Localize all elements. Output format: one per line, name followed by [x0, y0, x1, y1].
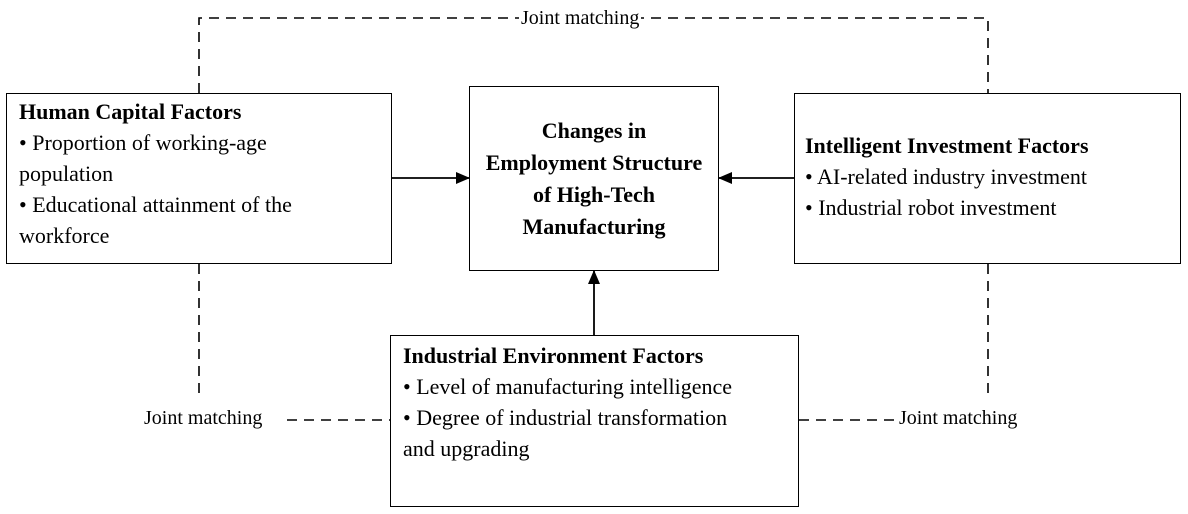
industrial-environment-title: Industrial Environment Factors [403, 343, 704, 368]
joint-matching-label-top: Joint matching [519, 7, 642, 29]
joint-matching-label-left: Joint matching [144, 407, 263, 429]
industrial-environment-factors-box: Industrial Environment Factors • Level o… [390, 335, 799, 507]
employment-structure-title: Changes in Employment Structure of High-… [485, 117, 703, 239]
bullet-icon: • [403, 374, 411, 399]
intelligent-investment-list: • AI-related industry investment • Indus… [805, 161, 1180, 223]
item-text: Degree of industrial transformation and … [403, 405, 728, 461]
human-capital-factors-box: Human Capital Factors • Proportion of wo… [6, 93, 392, 264]
intelligent-investment-title: Intelligent Investment Factors [805, 133, 1089, 158]
industrial-environment-list: • Level of manufacturing intelligence • … [403, 371, 798, 464]
employment-structure-change-box: Changes in Employment Structure of High-… [469, 86, 719, 271]
list-item: • Proportion of working-age population [19, 127, 364, 189]
bullet-icon: • [403, 405, 411, 430]
item-text: AI-related industry investment [817, 164, 1088, 189]
list-item: • AI-related industry investment [805, 161, 1180, 192]
list-item: • Educational attainment of the workforc… [19, 189, 364, 251]
list-item: • Industrial robot investment [805, 192, 1180, 223]
joint-matching-path-top [198, 17, 989, 93]
human-capital-list: • Proportion of working-age population •… [19, 127, 391, 251]
joint-matching-label-right: Joint matching [899, 407, 1018, 429]
item-text: Industrial robot investment [818, 195, 1057, 220]
intelligent-investment-factors-box: Intelligent Investment Factors • AI-rela… [794, 93, 1181, 264]
list-item: • Level of manufacturing intelligence [403, 371, 743, 402]
bullet-icon: • [805, 195, 813, 220]
bullet-icon: • [805, 164, 813, 189]
joint-matching-path-right [799, 264, 989, 421]
bullet-icon: • [19, 130, 27, 155]
joint-matching-path-left [198, 264, 390, 421]
list-item: • Degree of industrial transformation an… [403, 402, 743, 464]
item-text: Educational attainment of the workforce [19, 192, 292, 248]
bullet-icon: • [19, 192, 27, 217]
human-capital-title: Human Capital Factors [19, 99, 242, 124]
item-text: Proportion of working-age population [19, 130, 267, 186]
item-text: Level of manufacturing intelligence [416, 374, 733, 399]
